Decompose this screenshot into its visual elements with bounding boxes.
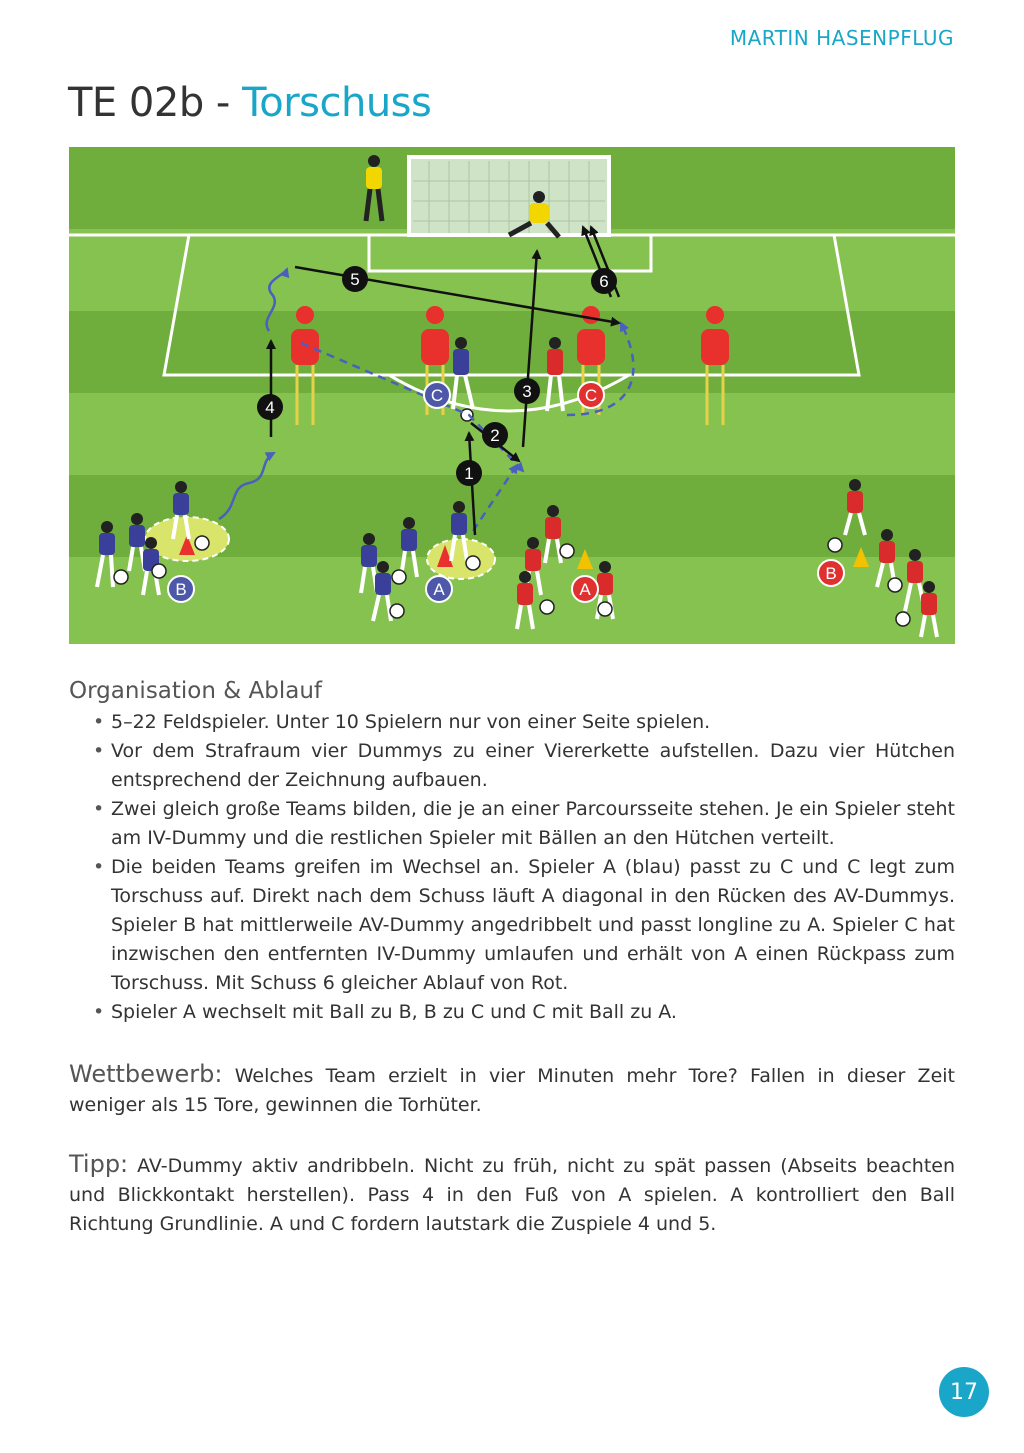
step-number-badges: 1 2 3 4 5 6 xyxy=(257,266,617,486)
tipp-label: Tipp: xyxy=(69,1150,129,1178)
badge-red-c: C xyxy=(577,381,605,409)
wettbewerb-text: Welches Team erzielt in vier Minuten meh… xyxy=(69,1065,955,1116)
svg-text:3: 3 xyxy=(522,382,531,401)
red-player-c xyxy=(545,337,565,412)
organisation-list: 5–22 Feldspieler. Unter 10 Spielern nur … xyxy=(69,708,955,1027)
goalkeeper-outside xyxy=(363,155,385,222)
blue-player-a3 xyxy=(359,533,379,594)
players-team-blue xyxy=(95,337,475,622)
wettbewerb-paragraph: Wettbewerb: Welches Team erzielt in vier… xyxy=(69,1060,955,1120)
svg-text:A: A xyxy=(433,580,445,599)
wettbewerb-label: Wettbewerb: xyxy=(69,1060,223,1088)
svg-text:5: 5 xyxy=(350,270,359,289)
balls xyxy=(113,408,911,627)
svg-text:B: B xyxy=(175,580,186,599)
step-badge-5: 5 xyxy=(342,266,368,292)
run-paths-blue xyxy=(218,267,635,532)
organisation-section: Organisation & Ablauf 5–22 Feldspieler. … xyxy=(69,678,955,1027)
svg-text:6: 6 xyxy=(599,272,608,291)
red-player-b3 xyxy=(903,549,927,612)
goalkeeper-in-goal xyxy=(507,191,561,239)
badge-blue-c: C xyxy=(423,381,451,409)
badge-blue-a: A xyxy=(425,575,453,603)
players-team-red xyxy=(515,337,939,638)
step-badge-3: 3 xyxy=(514,378,540,404)
svg-text:2: 2 xyxy=(490,426,499,445)
author-name: MARTIN HASENPFLUG xyxy=(729,26,954,50)
list-item: Zwei gleich große Teams bilden, die je a… xyxy=(93,795,955,853)
tipp-paragraph: Tipp: AV-Dummy aktiv andribbeln. Nicht z… xyxy=(69,1150,955,1239)
tipp-text: AV-Dummy aktiv andribbeln. Nicht zu früh… xyxy=(69,1155,955,1235)
step-badge-6: 6 xyxy=(591,268,617,294)
blue-player-a1 xyxy=(449,501,469,562)
goalkeepers xyxy=(363,155,561,239)
blue-player-a4 xyxy=(371,561,393,622)
svg-text:1: 1 xyxy=(464,464,473,483)
red-player-b2 xyxy=(875,529,897,588)
cones xyxy=(179,535,869,569)
red-player-a1 xyxy=(543,505,563,564)
svg-text:C: C xyxy=(431,386,443,405)
svg-text:C: C xyxy=(585,386,597,405)
badge-red-a: A xyxy=(571,575,599,603)
red-player-b1 xyxy=(843,479,867,536)
player-role-badges: C C B A A B xyxy=(167,381,845,603)
dummy-3 xyxy=(577,306,605,415)
page-title: TE 02b - Torschuss xyxy=(68,80,432,126)
goal xyxy=(407,155,611,237)
badge-red-b: B xyxy=(817,559,845,587)
dummy-wall xyxy=(291,306,729,425)
step-badge-1: 1 xyxy=(456,460,482,486)
drill-diagram: 1 2 3 4 5 6 C C B A A B xyxy=(69,147,955,644)
red-player-b4 xyxy=(919,581,939,638)
blue-player-b3 xyxy=(95,521,115,588)
step-badge-4: 4 xyxy=(257,394,283,420)
title-topic: Torschuss xyxy=(242,80,432,126)
list-item: Spieler A wechselt mit Ball zu B, B zu C… xyxy=(93,998,955,1027)
svg-text:A: A xyxy=(579,580,591,599)
blue-player-c xyxy=(451,337,475,410)
page-number: 17 xyxy=(939,1367,989,1417)
list-item: Vor dem Strafraum vier Dummys zu einer V… xyxy=(93,737,955,795)
title-code: TE 02b - xyxy=(68,80,243,126)
list-item: 5–22 Feldspieler. Unter 10 Spielern nur … xyxy=(93,708,955,737)
blue-player-b1 xyxy=(171,481,191,540)
organisation-heading: Organisation & Ablauf xyxy=(69,678,322,704)
step-badge-2: 2 xyxy=(482,422,508,448)
dummy-1 xyxy=(291,306,319,425)
red-player-a3 xyxy=(515,571,535,630)
dummy-4 xyxy=(701,306,729,425)
svg-text:4: 4 xyxy=(265,398,274,417)
badge-blue-b: B xyxy=(167,575,195,603)
svg-text:B: B xyxy=(825,564,836,583)
list-item: Die beiden Teams greifen im Wechsel an. … xyxy=(93,853,955,998)
